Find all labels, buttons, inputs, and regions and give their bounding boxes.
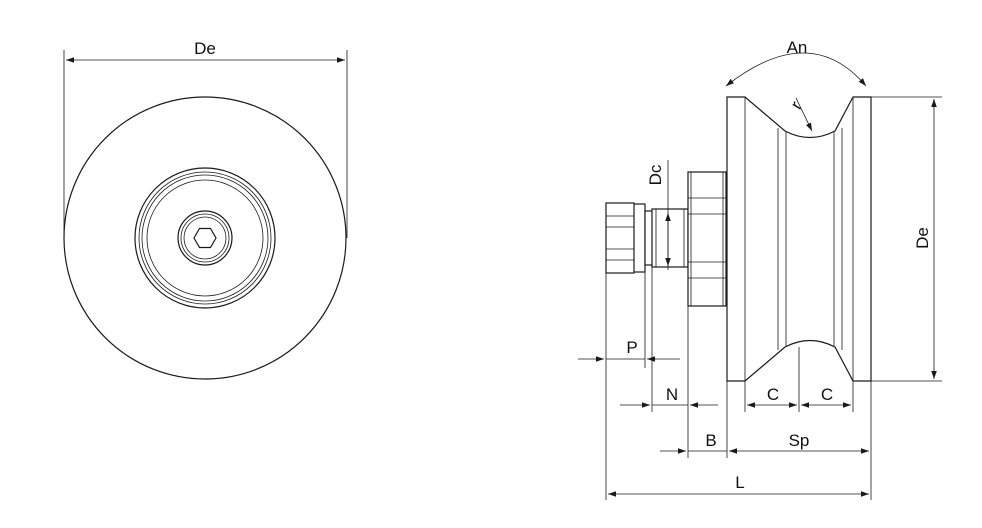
side-de-label: De <box>913 227 932 249</box>
l-label: L <box>735 473 744 492</box>
front-de-label: De <box>194 39 216 58</box>
bolt-head-circle <box>177 210 233 266</box>
washer <box>632 203 646 273</box>
b-label: B <box>705 431 716 450</box>
hub-outer-circle <box>134 167 276 309</box>
lock-nut <box>605 202 635 274</box>
front-view: De <box>63 39 348 380</box>
r-label: r <box>787 98 806 113</box>
shaft-collar <box>651 208 689 268</box>
n-label: N <box>666 385 678 404</box>
dc-label: Dc <box>646 164 665 185</box>
c-right-label: C <box>821 385 833 404</box>
hex-nut <box>687 171 727 307</box>
an-label: An <box>787 38 808 57</box>
side-view: An r Dc De P N C <box>578 38 942 500</box>
sp-label: Sp <box>789 431 810 450</box>
r-leader <box>795 97 813 132</box>
p-label: P <box>626 338 637 357</box>
v-groove-wheel-body <box>726 96 872 382</box>
an-angle-arc <box>725 52 867 87</box>
wheel-outer-circle <box>63 96 347 380</box>
c-left-label: C <box>767 385 779 404</box>
hex-socket-icon <box>193 227 217 249</box>
